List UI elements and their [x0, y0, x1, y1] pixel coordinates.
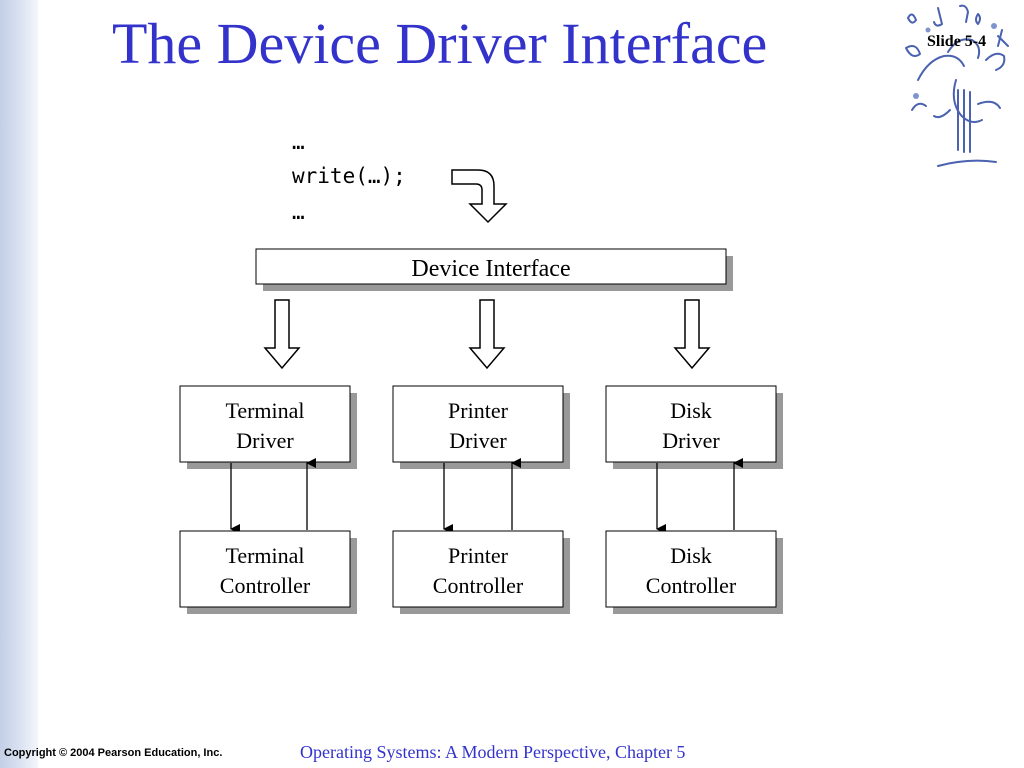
printer-driver-box: Printer Driver [392, 385, 570, 469]
code-line-write-call: write(…); [292, 164, 406, 188]
call-arrow-icon [451, 169, 508, 224]
device-interface-box: Device Interface [255, 248, 733, 291]
printer-driver-label-line2: Driver [449, 428, 507, 453]
disk-driver-label-line1: Disk [670, 398, 712, 423]
down-arrow-icon [673, 299, 711, 370]
down-arrow-icon [468, 299, 506, 370]
disk-controller-label-line2: Controller [646, 573, 737, 598]
printer-controller-label-line2: Controller [433, 573, 524, 598]
disk-controller-box: Disk Controller [605, 530, 783, 614]
left-accent-bar [0, 0, 38, 768]
code-line-ellipsis-top: … [292, 130, 305, 154]
disk-driver-box: Disk Driver [605, 385, 783, 469]
terminal-controller-box: Terminal Controller [179, 530, 357, 614]
disk-driver-label-line2: Driver [662, 428, 720, 453]
disk-controller-label-line1: Disk [670, 543, 712, 568]
terminal-driver-box: Terminal Driver [179, 385, 357, 469]
copyright-notice: Copyright © 2004 Pearson Education, Inc. [4, 747, 223, 759]
terminal-driver-label-line1: Terminal [225, 398, 304, 423]
code-line-ellipsis-bottom: … [292, 200, 305, 224]
conductor-logo-icon [905, 4, 1009, 167]
terminal-controller-label-line2: Controller [220, 573, 311, 598]
printer-controller-box: Printer Controller [392, 530, 570, 614]
terminal-controller-label-line1: Terminal [225, 543, 304, 568]
printer-controller-label-line1: Printer [448, 543, 509, 568]
slide-number: Slide 5-4 [927, 33, 987, 50]
down-arrow-icon [263, 299, 301, 370]
printer-driver-label-line1: Printer [448, 398, 509, 423]
slide-title: The Device Driver Interface [112, 11, 768, 76]
terminal-driver-label-line2: Driver [236, 428, 294, 453]
device-interface-label: Device Interface [411, 256, 570, 282]
footer-course-title: Operating Systems: A Modern Perspective,… [300, 742, 686, 762]
